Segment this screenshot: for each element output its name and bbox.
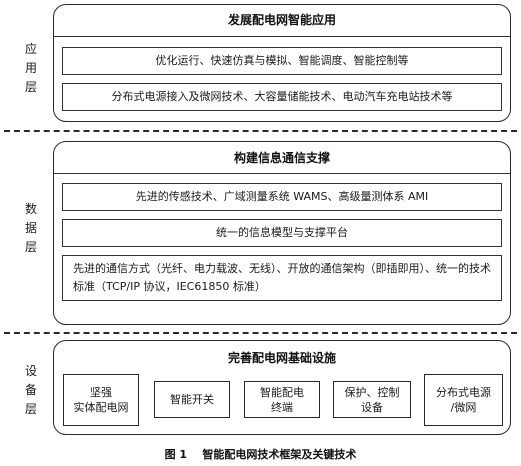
application-layer-label: 应 用 层 <box>24 42 37 94</box>
device-layer-panel: 完善配电网基础设施 坚强 实体配电网 智能开关 智能配电 终端 保护、控制 设备… <box>53 340 511 435</box>
data-layer-panel: 构建信息通信支撑 先进的传感技术、广域测量系统 WAMS、高级量测体系 AMI … <box>53 141 511 325</box>
figure-caption: 图 1 智能配电网技术框架及关键技术 <box>164 448 357 461</box>
device-layer-label: 设 备 层 <box>24 364 37 416</box>
data-layer-label: 数 据 层 <box>24 202 37 254</box>
device-item-smart-switch: 智能开关 <box>154 381 230 418</box>
application-item-distributed-generation: 分布式电源接入及微网技术、大容量储能技术、电动汽车充电站技术等 <box>62 83 502 111</box>
device-layer-title: 完善配电网基础设施 <box>227 351 336 365</box>
application-item-optimization: 优化运行、快速仿真与模拟、智能调度、智能控制等 <box>62 47 502 75</box>
device-item-smart-terminal: 智能配电 终端 <box>244 381 320 418</box>
data-item-sensing-measurement: 先进的传感技术、广域测量系统 WAMS、高级量测体系 AMI <box>62 183 502 211</box>
data-layer-title: 构建信息通信支撑 <box>233 151 330 165</box>
device-item-distributed-microgrid: 分布式电源 /微网 <box>424 374 503 426</box>
device-item-protection-control: 保护、控制 设备 <box>333 381 411 418</box>
device-item-strong-grid: 坚强 实体配电网 <box>63 374 139 426</box>
layer-separator-2 <box>4 332 517 334</box>
layer-separator-1 <box>4 130 517 132</box>
application-layer-title-divider <box>54 36 510 37</box>
application-layer-title: 发展配电网智能应用 <box>227 13 336 27</box>
data-item-information-model: 统一的信息模型与支撑平台 <box>62 219 502 247</box>
application-layer-panel: 发展配电网智能应用 优化运行、快速仿真与模拟、智能调度、智能控制等 分布式电源接… <box>53 4 511 122</box>
data-layer-title-divider <box>54 173 510 174</box>
data-item-communication: 先进的通信方式（光纤、电力载波、无线）、开放的通信架构（即插即用）、统一的技术标… <box>62 255 502 301</box>
